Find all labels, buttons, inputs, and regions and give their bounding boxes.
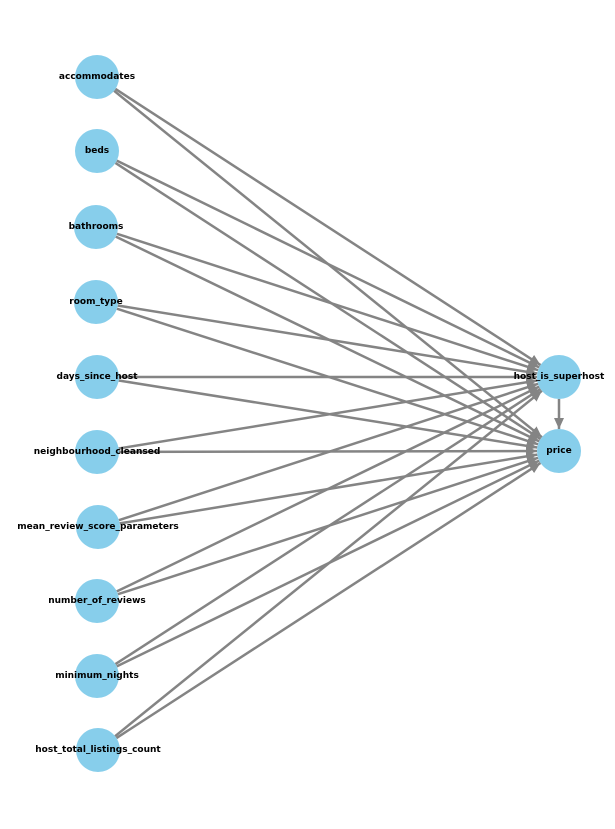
edge-layer bbox=[113, 87, 564, 740]
node-host_is_superhost bbox=[537, 355, 581, 399]
node-days_since_host bbox=[75, 355, 119, 399]
node-bathrooms bbox=[74, 205, 118, 249]
edge-room_type-to-host_is_superhost bbox=[117, 304, 538, 377]
node-beds bbox=[75, 129, 119, 173]
edge-host_total_listings_count-to-price bbox=[115, 461, 542, 740]
edge-bathrooms-to-host_is_superhost bbox=[116, 232, 539, 372]
node-accommodates bbox=[75, 55, 119, 99]
edge-minimum_nights-to-host_is_superhost bbox=[114, 387, 542, 666]
node-room_type bbox=[74, 280, 118, 324]
node-minimum_nights bbox=[75, 654, 119, 698]
node-number_of_reviews bbox=[75, 579, 119, 623]
edge-beds-to-host_is_superhost bbox=[116, 159, 540, 369]
node-layer bbox=[74, 55, 581, 772]
node-neighbourhood_cleansed bbox=[75, 430, 119, 474]
edge-neighbourhood_cleansed-to-host_is_superhost bbox=[118, 377, 538, 450]
label-layer: accommodatesbedsbathroomsroom_typedays_s… bbox=[17, 72, 605, 755]
edge-number_of_reviews-to-host_is_superhost bbox=[116, 385, 540, 593]
edge-host_total_listings_count-to-host_is_superhost bbox=[114, 389, 543, 738]
edge-accommodates-to-host_is_superhost bbox=[114, 87, 542, 367]
node-price bbox=[537, 429, 581, 473]
edge-mean_review_score_parameters-to-host_is_superhost bbox=[118, 382, 539, 522]
node-mean_review_score_parameters bbox=[76, 505, 120, 549]
node-host_total_listings_count bbox=[76, 728, 120, 772]
